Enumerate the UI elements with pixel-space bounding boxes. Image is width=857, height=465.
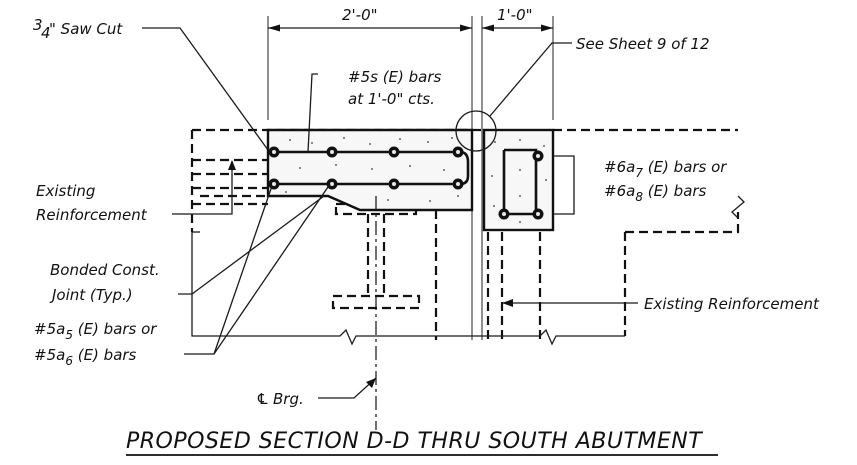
leader-5a-bars [184, 183, 331, 355]
dimension-group: 2'-0" 1'-0" [267, 6, 554, 340]
leader-arrow [366, 378, 376, 388]
rebar-bracket [553, 155, 575, 215]
concrete-aggregate-dot [371, 168, 373, 170]
saw-cut-num: 3 [33, 16, 43, 34]
dim-arrow [482, 24, 494, 32]
labels: 3 4 " Saw Cut See Sheet 9 of 12 #5s (E) … [33, 16, 820, 408]
bars-6a-line1: #6a7 (E) bars or [604, 158, 727, 180]
drawing-title: PROPOSED SECTION D-D THRU SOUTH ABUTMENT [126, 429, 703, 454]
concrete-aggregate-dot [429, 200, 431, 202]
dim-arrow [268, 24, 280, 32]
concrete-aggregate-dot [519, 169, 521, 171]
saw-cut-label: " Saw Cut [49, 20, 123, 38]
abutment-wall-right [625, 212, 740, 234]
bars-5s-line2: at 1'-0" cts. [348, 90, 435, 108]
rebar-dots-bottom [268, 178, 464, 190]
detail-callout-circle [455, 110, 497, 152]
slab-outline [266, 128, 474, 212]
rebar-section-dot [392, 150, 396, 154]
footing-outline [191, 232, 625, 346]
concrete-aggregate-dot [519, 221, 521, 223]
leader-5a-bars [213, 185, 273, 355]
rebar-section-dot [456, 150, 460, 154]
rebar-hook [459, 150, 470, 186]
bars-5a-line1: #5a5 (E) bars or [34, 320, 157, 342]
concrete-aggregate-dot [443, 169, 445, 171]
bonded-joint-2: Joint (Typ.) [49, 286, 133, 304]
leader-existing-reinf-left [172, 162, 233, 215]
concrete-aggregate-dot [545, 179, 547, 181]
concrete-aggregate-dot [343, 137, 345, 139]
bars-6a-line2: #6a8 (E) bars [604, 182, 707, 204]
concrete-aggregate-dot [335, 164, 337, 166]
cl-brg-label: Brg. [273, 390, 304, 408]
leader-lines [142, 27, 638, 399]
dim-right-label: 1'-0" [497, 6, 533, 24]
concrete-aggregate-dot [311, 142, 313, 144]
concrete-aggregate-dot [519, 139, 521, 141]
rebar-dots-top [268, 146, 464, 158]
leader-bonded-joint [178, 195, 325, 295]
new-backwall [482, 128, 575, 232]
leader-arrow [228, 160, 236, 170]
concrete-aggregate-dot [494, 141, 496, 143]
concrete-aggregate-dot [387, 199, 389, 201]
concrete-aggregate-dot [451, 137, 453, 139]
rebar-section-dot [456, 182, 460, 186]
concrete-aggregate-dot [289, 139, 291, 141]
title-block: PROPOSED SECTION D-D THRU SOUTH ABUTMENT [126, 429, 718, 456]
leader-5s-bars [307, 73, 318, 153]
concrete-aggregate-dot [457, 195, 459, 197]
concrete-aggregate-dot [427, 141, 429, 143]
leader-saw-cut [142, 27, 269, 151]
dim-arrow [541, 24, 553, 32]
break-symbol [731, 195, 745, 219]
concrete-aggregate-dot [409, 165, 411, 167]
concrete-aggregate-dot [285, 191, 287, 193]
concrete-stipple [285, 137, 459, 202]
rebar-section-dot [392, 182, 396, 186]
concrete-aggregate-dot [493, 205, 495, 207]
concrete-aggregate-dot [491, 175, 493, 177]
rebar-section-dot [502, 212, 506, 216]
new-slab [266, 128, 474, 212]
bars-5s-line1: #5s (E) bars [348, 68, 442, 86]
bonded-joint-1: Bonded Const. [50, 261, 160, 279]
cl-symbol: ℄ [256, 390, 269, 408]
footing-line [191, 232, 625, 346]
existing-reinf-right: Existing Reinforcement [644, 295, 820, 313]
rebar-section-dot [272, 182, 276, 186]
concrete-aggregate-dot [543, 145, 545, 147]
leader-sheet-ref [489, 42, 572, 117]
leader-cl-brg [318, 377, 377, 399]
dim-arrow [460, 24, 472, 32]
existing-reinf-left-1: Existing [36, 182, 95, 200]
concrete-aggregate-dot [299, 167, 301, 169]
existing-reinf-left-2: Reinforcement [36, 206, 148, 224]
bars-5a-line2: #5a6 (E) bars [34, 346, 137, 368]
rebar-section-dot [330, 182, 334, 186]
rebar-section-dot [330, 150, 334, 154]
rebar-section-dot [536, 212, 540, 216]
leader-arrow [502, 299, 513, 307]
concrete-aggregate-dot [369, 143, 371, 145]
rebar-dots-backwall [498, 150, 544, 220]
saw-cut-den: 4 [41, 24, 51, 42]
rebar-section-dot [272, 150, 276, 154]
concrete-aggregate-dot [519, 195, 521, 197]
dim-left-label: 2'-0" [342, 6, 378, 24]
concrete-stipple [491, 139, 547, 223]
concrete-aggregate-dot [399, 138, 401, 140]
rebar-section-dot [536, 154, 540, 158]
sheet-ref-label: See Sheet 9 of 12 [576, 35, 710, 53]
